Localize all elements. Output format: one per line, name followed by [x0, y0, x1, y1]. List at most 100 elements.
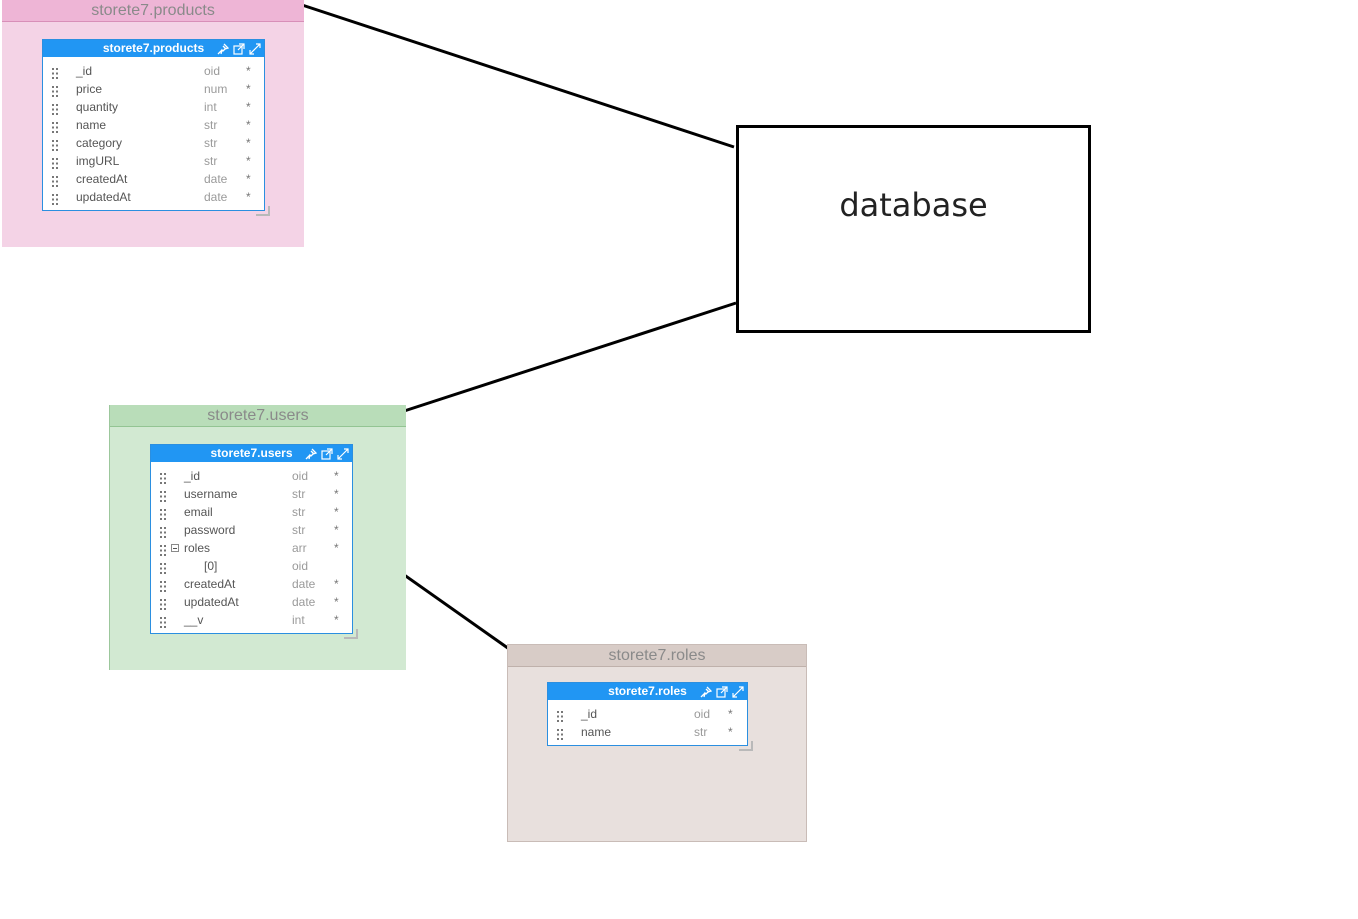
field-name: category	[76, 136, 123, 150]
drag-handle-icon[interactable]	[52, 84, 58, 102]
field-type: int	[292, 613, 305, 627]
resize-handle[interactable]	[739, 741, 753, 751]
table-header[interactable]: storete7.roles	[548, 683, 747, 700]
field-name: _id	[76, 64, 93, 78]
open-external-icon[interactable]	[716, 685, 728, 698]
field-required-marker: *	[334, 613, 339, 627]
drag-handle-icon[interactable]	[160, 579, 166, 597]
field-required-marker: *	[246, 136, 251, 150]
drag-handle-icon[interactable]	[160, 525, 166, 543]
drag-handle-icon[interactable]	[557, 727, 563, 745]
field-required-marker: *	[334, 505, 339, 519]
field-row[interactable]: updatedAt date *	[43, 188, 264, 206]
drag-handle-icon[interactable]	[52, 174, 58, 192]
field-required-marker: *	[246, 190, 251, 204]
field-type: str	[204, 136, 218, 150]
drag-handle-icon[interactable]	[52, 102, 58, 120]
field-name: username	[184, 487, 238, 501]
drag-handle-icon[interactable]	[160, 507, 166, 525]
drag-handle-icon[interactable]	[52, 138, 58, 156]
resize-handle[interactable]	[256, 206, 270, 216]
field-name: createdAt	[184, 577, 236, 591]
drag-handle-icon[interactable]	[557, 709, 563, 727]
drag-handle-icon[interactable]	[160, 615, 166, 633]
expand-icon[interactable]	[337, 447, 349, 460]
field-name: [0]	[204, 559, 218, 573]
field-type: str	[694, 725, 708, 739]
drag-handle-icon[interactable]	[52, 66, 58, 84]
group-label: storete7.roles	[508, 645, 806, 667]
field-type: date	[292, 595, 316, 609]
field-type: date	[204, 190, 228, 204]
table-title: storete7.roles	[608, 684, 687, 698]
expand-icon[interactable]	[249, 42, 261, 55]
open-external-icon[interactable]	[321, 447, 333, 460]
open-external-icon[interactable]	[233, 42, 245, 55]
field-name: createdAt	[76, 172, 128, 186]
field-name: imgURL	[76, 154, 120, 168]
table-header-icons	[217, 40, 261, 57]
pin-icon[interactable]	[305, 448, 317, 460]
field-type: str	[292, 523, 306, 537]
database-node[interactable]: database	[736, 125, 1091, 333]
drag-handle-icon[interactable]	[52, 156, 58, 174]
field-name: quantity	[76, 100, 119, 114]
drag-handle-icon[interactable]	[160, 471, 166, 489]
field-type: int	[204, 100, 217, 114]
field-type: date	[292, 577, 316, 591]
pin-icon[interactable]	[217, 43, 229, 55]
drag-handle-icon[interactable]	[52, 120, 58, 138]
field-row[interactable]: category str *	[43, 134, 264, 152]
field-required-marker: *	[334, 541, 339, 555]
table-header[interactable]: storete7.products	[43, 40, 264, 57]
drag-handle-icon[interactable]	[160, 489, 166, 507]
drag-handle-icon[interactable]	[160, 561, 166, 579]
connector-products-database	[295, 1, 735, 149]
database-label: database	[839, 186, 988, 224]
resize-handle[interactable]	[344, 629, 358, 639]
field-type: str	[204, 154, 218, 168]
field-required-marker: *	[334, 487, 339, 501]
collapse-icon[interactable]	[171, 544, 179, 552]
table-header-icons	[700, 683, 744, 700]
field-required-marker: *	[334, 523, 339, 537]
drag-handle-icon[interactable]	[160, 543, 166, 561]
field-row[interactable]: [0]oid	[151, 557, 352, 575]
group-label: storete7.products	[2, 0, 304, 22]
expand-icon[interactable]	[732, 685, 744, 698]
field-type: num	[204, 82, 228, 96]
table-header[interactable]: storete7.users	[151, 445, 352, 462]
pin-icon[interactable]	[700, 686, 712, 698]
field-required-marker: *	[334, 595, 339, 609]
drag-handle-icon[interactable]	[52, 192, 58, 210]
table-title: storete7.products	[102, 41, 205, 55]
field-name: _id	[581, 707, 598, 721]
field-required-marker: *	[334, 469, 339, 483]
drag-handle-icon[interactable]	[160, 597, 166, 615]
field-name: updatedAt	[76, 190, 131, 204]
